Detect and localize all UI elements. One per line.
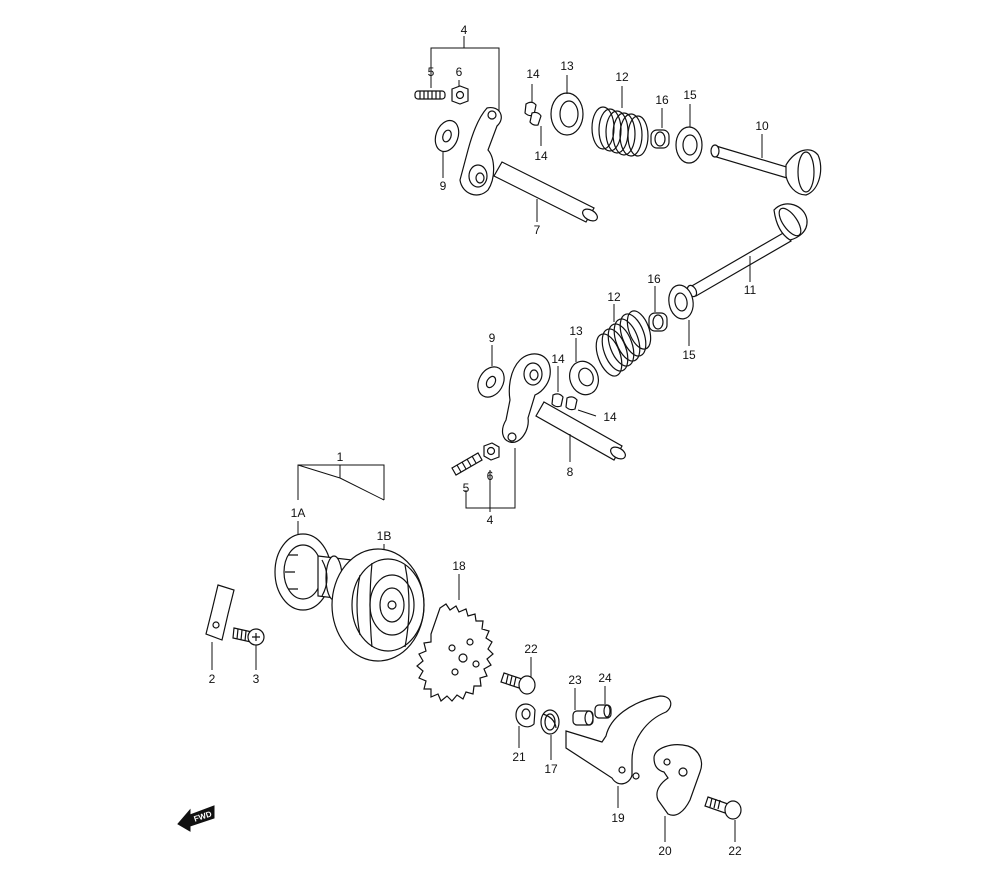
callout-2: 2 [209, 672, 216, 686]
callout-15-lower: 15 [682, 348, 696, 362]
rocker-arm-lower [501, 353, 551, 443]
rocker-shaft-upper [493, 161, 598, 223]
callout-16-upper: 16 [655, 93, 669, 107]
valve-10 [710, 144, 822, 196]
callout-13-upper: 13 [560, 59, 574, 73]
valve-cotters-lower [551, 393, 578, 411]
callout-18: 18 [452, 559, 466, 573]
callout-16-lower: 16 [647, 272, 661, 286]
callout-24: 24 [598, 671, 612, 685]
callout-3: 3 [253, 672, 260, 686]
rocker-shaft-lower [535, 401, 626, 461]
callout-12-lower: 12 [607, 290, 621, 304]
return-spring [540, 709, 560, 735]
callout-7: 7 [534, 223, 541, 237]
callout-1: 1 [337, 450, 344, 464]
callout-23: 23 [568, 673, 582, 687]
camshaft-assembly: 1 1A 1B 18 2 3 [205, 450, 494, 702]
spring-seat-lower [668, 284, 694, 320]
callout-22-left: 22 [524, 642, 538, 656]
callout-14-d: 14 [603, 410, 617, 424]
callout-10: 10 [755, 119, 769, 133]
adjuster-screw-upper [414, 90, 446, 100]
stem-seal-upper [650, 129, 670, 149]
valve-spring-lower [595, 310, 652, 377]
callout-15-upper: 15 [683, 88, 697, 102]
callout-5-upper: 5 [428, 65, 435, 79]
callout-14-a: 14 [526, 67, 540, 81]
callout-9-upper: 9 [440, 179, 447, 193]
callout-11: 11 [744, 283, 757, 297]
decompressor-assembly: 22 23 24 21 17 19 20 22 [500, 642, 742, 858]
valve-spring-upper [591, 106, 649, 157]
decompressor-weight [565, 695, 672, 785]
callout-4-upper: 4 [461, 23, 468, 37]
rocker-arm-upper [459, 106, 502, 196]
bolt-22-left [500, 672, 536, 695]
callout-14-c: 14 [551, 352, 565, 366]
callout-13-lower: 13 [569, 324, 583, 338]
callout-5-lower: 5 [463, 481, 470, 495]
bearing-1b [331, 548, 425, 662]
pin-23 [572, 710, 594, 726]
callout-19: 19 [611, 811, 625, 825]
washer-upper [434, 119, 460, 153]
callout-21: 21 [512, 750, 526, 764]
lock-nut-upper [451, 85, 469, 105]
valve-11 [686, 203, 808, 298]
bolt-22-right [704, 796, 742, 820]
callout-9-lower: 9 [489, 331, 496, 345]
callout-1a: 1A [291, 506, 306, 520]
callout-22-right: 22 [728, 844, 742, 858]
callout-12-upper: 12 [615, 70, 629, 84]
washer-21 [515, 703, 536, 728]
callout-20: 20 [658, 844, 672, 858]
spring-retainer-lower [569, 360, 599, 396]
fwd-arrow-icon: FWD [177, 805, 215, 832]
decompressor-cam-plate [653, 744, 703, 816]
washer-lower [477, 366, 505, 398]
stem-seal-lower [648, 312, 668, 332]
callout-6-upper: 6 [456, 65, 463, 79]
valve-cotters-upper [524, 101, 542, 126]
lock-nut-lower [483, 442, 500, 461]
callout-8: 8 [567, 465, 574, 479]
lower-rocker-assembly: 11 12 16 15 13 14 14 9 8 5 6 4 [451, 203, 808, 527]
spring-retainer-upper [550, 92, 584, 136]
stopper-plate [205, 584, 235, 641]
cam-sprocket [416, 603, 494, 702]
pin-24 [594, 704, 612, 719]
callout-14-b: 14 [534, 149, 548, 163]
callout-17: 17 [544, 762, 558, 776]
callout-1b: 1B [377, 529, 392, 543]
callout-6-lower: 6 [487, 469, 494, 483]
spring-seat-upper [675, 126, 703, 164]
callout-4-lower: 4 [487, 513, 494, 527]
bolt-3 [232, 627, 265, 646]
upper-rocker-assembly: 4 5 6 9 7 14 14 13 12 16 15 10 [414, 23, 822, 237]
adjuster-screw-lower [451, 452, 483, 476]
